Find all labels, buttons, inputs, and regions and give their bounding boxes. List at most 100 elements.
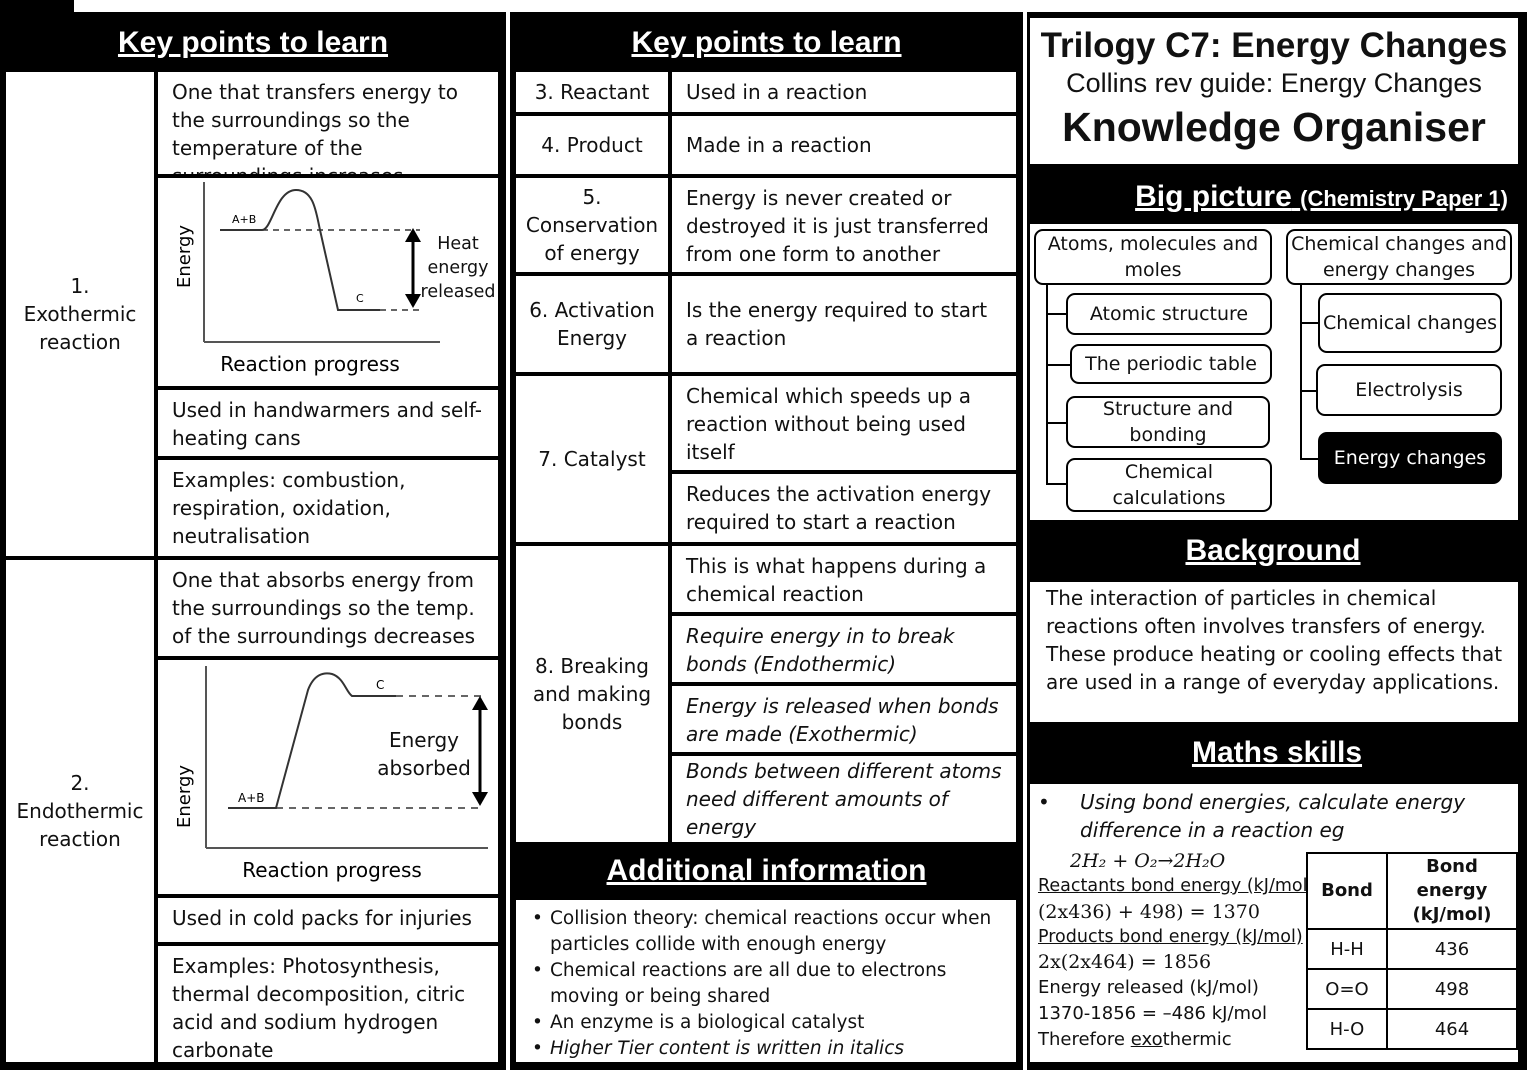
exo-x-axis: Reaction progress [220,352,400,376]
endothermic-num: 2. [70,771,90,795]
term-reactant: 3. Reactant [516,72,668,112]
endo-y-axis: Energy [174,765,195,828]
exo-arrow-label: Heat energy released [420,234,496,302]
def-catalyst-1: Chemical which speeds up a reaction with… [672,376,1016,470]
additional-item: Collision theory: chemical reactions occ… [524,906,1008,958]
maths-heading: Maths skills [1191,736,1363,769]
endothermic-definition: One that absorbs energy from the surroun… [158,560,498,656]
therefore-post: thermic [1162,1029,1232,1050]
def-bonds-2: Require energy in to break bonds (Endoth… [672,616,1016,682]
big-picture-subtitle: (Chemistry Paper 1) [1300,186,1508,211]
def-bonds-1: This is what happens during a chemical r… [672,546,1016,612]
def-bonds-3: Energy is released when bonds are made (… [672,686,1016,752]
reactants-calc: (2x436) + 498) = 1370 [1038,901,1260,923]
tree-line-left [1046,285,1048,484]
table-row: H-H 436 [1306,928,1518,970]
topic-chemical-energy-changes: Chemical changes and energy changes [1286,229,1512,285]
big-picture-title: Big picture [1135,180,1292,213]
endothermic-label: 2. Endothermic reaction [6,560,154,1062]
exothermic-energy-profile: A+B C Energy Reaction progress [174,182,440,376]
tree-tick [1300,458,1318,460]
def-catalyst-2: Reduces the activation energy required t… [672,474,1016,542]
background-text: The interaction of particles in chemical… [1030,582,1518,722]
endo-arrow-label: Energy absorbed [377,728,471,780]
organiser-title: Knowledge Organiser [1062,104,1486,150]
endothermic-term: Endothermic reaction [16,799,144,851]
table-cell-bond: O=O [1306,968,1388,1010]
top-rule [0,0,74,12]
page-subtitle: Collins rev guide: Energy Changes [1066,68,1482,98]
products-calc: 2x(2x464) = 1856 [1038,951,1212,973]
table-cell-energy: 436 [1386,928,1518,970]
tree-tick [1046,483,1066,485]
endothermic-diagram: A+B C Energy Reaction progress Energy ab… [158,660,498,894]
topic-periodic-table: The periodic table [1070,344,1272,384]
term-conservation: 5. Conservation of energy [516,178,668,272]
products-label: Products bond energy (kJ/mol) [1038,927,1303,947]
endothermic-uses: Used in cold packs for injuries [158,898,498,942]
topic-electrolysis: Electrolysis [1316,364,1502,416]
tree-tick [1046,313,1066,315]
bullet-dot: • [1038,790,1050,814]
table-cell-bond: H-O [1306,1008,1388,1050]
def-conservation: Energy is never created or destroyed it … [672,178,1016,272]
exothermic-label: 1. Exothermic reaction [6,72,154,556]
col1-heading: Key points to learn [117,26,389,59]
topic-energy-changes-current: Energy changes [1318,432,1502,484]
exothermic-definition: One that transfers energy to the surroun… [158,72,498,174]
additional-item: An enzyme is a biological catalyst [524,1010,1008,1036]
additional-heading: Additional information [606,854,927,887]
exothermic-uses: Used in handwarmers and self-heating can… [158,390,498,456]
maths-equation: 2H₂ + O₂→2H₂O [1070,850,1226,872]
table-header-energy: Bond energy (kJ/mol) [1386,852,1518,930]
background-heading: Background [1185,534,1361,567]
tree-tick [1300,390,1316,392]
table-cell-energy: 498 [1386,968,1518,1010]
page-title: Trilogy C7: Energy Changes [1040,26,1508,65]
exo-y-axis: Energy [174,225,195,288]
topic-atoms-molecules: Atoms, molecules and moles [1034,229,1272,285]
therefore-pre: Therefore [1038,1029,1131,1050]
table-row: H-O 464 [1306,1008,1518,1050]
table-row: O=O 498 [1306,968,1518,1010]
maths-bullet: • Using bond energies, calculate energy … [1038,788,1508,844]
term-activation: 6. Activation Energy [516,276,668,372]
maths-instruction: Using bond energies, calculate energy di… [1080,790,1466,842]
tree-tick [1046,364,1070,366]
reactants-label: Reactants bond energy (kJ/mol) [1038,876,1315,896]
table-header-row: Bond Bond energy (kJ/mol) [1306,852,1518,930]
topic-chemical-changes: Chemical changes [1318,293,1502,353]
title-box: Trilogy C7: Energy Changes Collins rev g… [1030,18,1518,164]
additional-item: Higher Tier content is written in italic… [524,1036,1008,1062]
exo-start-label: A+B [232,213,256,226]
endothermic-energy-profile: A+B C Energy Reaction progress [174,666,488,882]
topic-atomic-structure: Atomic structure [1066,293,1272,335]
released-label: Energy released (kJ/mol) [1038,977,1259,998]
exo-end-label: C [356,292,364,305]
term-product: 4. Product [516,116,668,174]
endo-end-label: C [376,678,384,692]
term-bonds: 8. Breaking and making bonds [516,546,668,842]
bond-energy-table: Bond Bond energy (kJ/mol) H-H 436 O=O 49… [1306,852,1518,1050]
exothermic-examples: Examples: combustion, respiration, oxida… [158,460,498,556]
table-cell-energy: 464 [1386,1008,1518,1050]
exothermic-diagram: A+B C Energy Reaction progress Heat ener… [158,178,498,386]
def-reactant: Used in a reaction [672,72,1016,112]
tree-tick [1046,422,1066,424]
exothermic-num: 1. [70,274,90,298]
endo-x-axis: Reaction progress [242,858,422,882]
def-bonds-4: Bonds between different atoms need diffe… [672,756,1016,842]
def-product: Made in a reaction [672,116,1016,174]
term-catalyst: 7. Catalyst [516,376,668,542]
released-calc: 1370-1856 = –486 kJ/mol [1038,1003,1268,1024]
tree-tick [1300,322,1318,324]
col2-heading: Key points to learn [631,26,902,59]
additional-panel: Collision theory: chemical reactions occ… [516,900,1016,1062]
endothermic-examples: Examples: Photosynthesis, thermal decomp… [158,946,498,1062]
tree-line-right [1300,285,1302,459]
table-cell-bond: H-H [1306,928,1388,970]
topic-chemical-calculations: Chemical calculations [1066,458,1272,512]
def-activation: Is the energy required to start a reacti… [672,276,1016,372]
therefore-underlined: exo [1130,1029,1163,1050]
